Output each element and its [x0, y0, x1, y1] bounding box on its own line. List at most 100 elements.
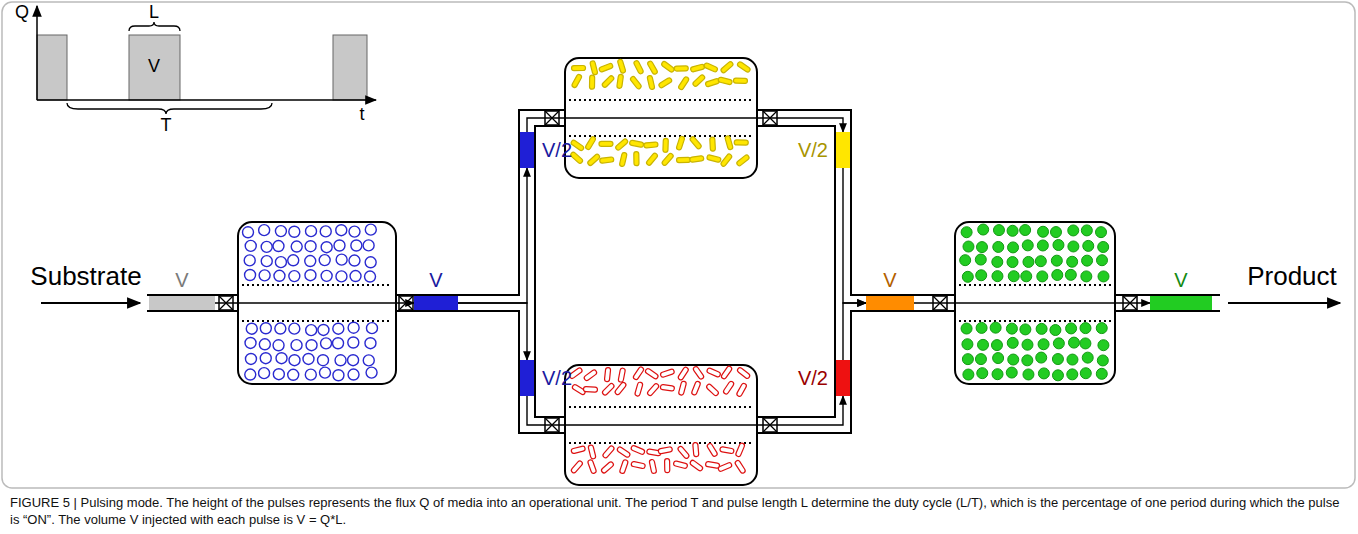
flow-connector — [458, 168, 527, 303]
cell-particle — [245, 269, 256, 280]
cell-particle — [1020, 225, 1031, 236]
cell-particle — [602, 383, 615, 396]
cell-particle — [1008, 271, 1019, 282]
cell-particle — [630, 76, 643, 90]
cell-particle — [305, 270, 316, 281]
cell-particle — [720, 447, 735, 454]
cell-particle — [993, 241, 1004, 252]
cell-particle — [689, 459, 703, 471]
cell-particle — [1068, 225, 1079, 236]
cell-particle — [707, 154, 722, 162]
cell-particle — [1080, 368, 1091, 379]
cell-particle — [1023, 256, 1034, 267]
cell-particle — [619, 459, 628, 474]
volume-pulse: V — [414, 296, 458, 310]
cell-particle — [275, 323, 286, 334]
cell-particle — [1038, 368, 1049, 379]
cell-particle — [644, 142, 658, 148]
cell-particle — [705, 461, 720, 468]
flow-connector — [215, 302, 414, 303]
cell-particle — [243, 227, 254, 238]
cell-particle — [720, 153, 733, 167]
cell-particle — [320, 226, 331, 237]
cell-particle — [590, 60, 598, 75]
cell-particle — [1067, 354, 1078, 365]
cell-particle — [348, 322, 359, 333]
cell-particle — [1006, 367, 1017, 378]
cell-particle — [321, 242, 332, 253]
cell-particle — [291, 340, 302, 351]
cell-particle — [735, 442, 745, 457]
cell-particle — [291, 241, 302, 252]
cell-particle — [647, 75, 655, 90]
cell-particle — [962, 271, 973, 282]
cell-particle — [619, 152, 627, 167]
cell-particle — [647, 383, 660, 397]
cell-particle — [1096, 368, 1107, 379]
cell-particle — [589, 75, 594, 89]
stream-label: Product — [1247, 262, 1337, 292]
cell-particle — [289, 355, 300, 366]
pulse-chart — [37, 6, 376, 114]
cell-particle — [350, 271, 361, 282]
cell-particle — [274, 270, 285, 281]
cell-particle — [1096, 323, 1107, 334]
cell-particle — [261, 256, 272, 267]
cell-particle — [1098, 241, 1109, 252]
cell-particle — [992, 256, 1003, 267]
cell-particle — [733, 78, 747, 83]
membrane-line — [242, 320, 392, 322]
cell-particle — [1068, 241, 1079, 252]
membrane-line — [242, 284, 392, 286]
cell-particle — [645, 368, 659, 380]
cell-particle — [737, 367, 751, 380]
cell-particle — [617, 74, 624, 89]
volume-label: V — [883, 269, 896, 291]
cell-particle — [273, 340, 284, 351]
cell-particle — [1082, 352, 1093, 363]
cell-particle — [658, 446, 673, 454]
cell-particle — [1036, 352, 1047, 363]
cell-particle — [993, 225, 1004, 236]
membrane-line — [569, 99, 753, 101]
cell-particle — [1050, 325, 1061, 336]
volume-pulse: V — [1150, 296, 1212, 310]
cell-particle — [599, 157, 614, 164]
cell-particle — [718, 462, 733, 472]
cell-particle — [306, 340, 317, 351]
cell-particle — [587, 459, 596, 474]
pipe — [757, 118, 843, 425]
cell-particle — [305, 241, 316, 252]
cell-particle — [259, 339, 270, 350]
cell-particle — [334, 240, 345, 251]
cell-particle — [1053, 239, 1064, 250]
cell-particle — [321, 338, 332, 349]
cell-particle — [276, 353, 287, 364]
cell-particle — [692, 74, 706, 87]
cell-particle — [351, 240, 362, 251]
chart-symbol: V — [148, 56, 160, 77]
cell-particle — [333, 338, 344, 349]
cell-particle — [288, 369, 299, 380]
cell-particle — [246, 323, 257, 334]
cell-particle — [1008, 354, 1019, 365]
cell-particle — [261, 241, 272, 252]
cell-particle — [647, 60, 658, 75]
cell-particle — [976, 322, 987, 333]
cell-particle — [990, 322, 1001, 333]
cell-particle — [961, 323, 972, 334]
cell-particle — [245, 337, 256, 348]
cell-particle — [1080, 338, 1091, 349]
cell-particle — [614, 381, 627, 395]
t-axis — [37, 99, 376, 101]
cell-particle — [348, 369, 359, 380]
volume-pulse: V — [149, 296, 215, 310]
cell-particle — [706, 367, 721, 377]
cell-particle — [690, 64, 705, 72]
cell-particle — [634, 152, 639, 166]
cell-particle — [616, 446, 630, 458]
cell-particle — [1037, 271, 1048, 282]
chart-symbol: Q — [15, 2, 29, 23]
cell-particle — [976, 242, 987, 253]
volume-pulse: V/2 — [520, 132, 534, 168]
